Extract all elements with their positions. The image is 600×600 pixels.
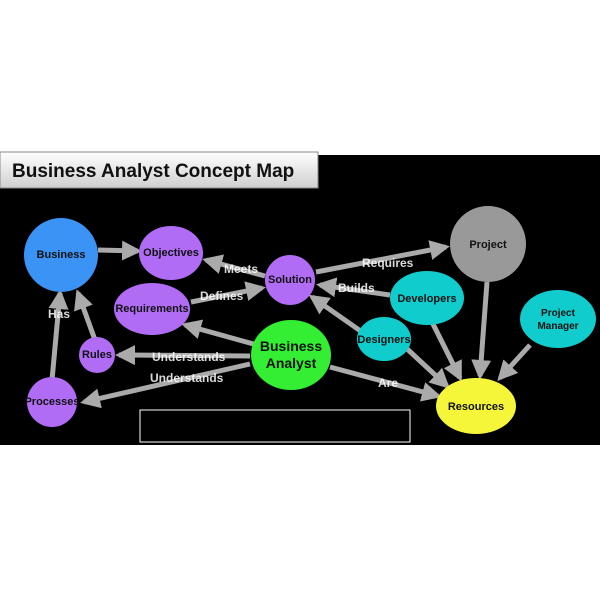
- node-rules-shape: [79, 337, 115, 373]
- node-processes-label: Processes: [24, 396, 79, 408]
- node-objectives[interactable]: Objectives: [139, 226, 203, 280]
- edge-labels: Meets Requires Builds Defines Understand…: [48, 256, 414, 390]
- node-rules-label: Rules: [82, 349, 112, 361]
- node-requirements[interactable]: Requirements: [114, 283, 190, 335]
- node-business[interactable]: Business: [24, 218, 98, 292]
- node-rules[interactable]: Rules: [79, 337, 115, 373]
- edge-label-defines: Defines: [200, 289, 244, 303]
- edge-solution-project: [315, 240, 450, 275]
- node-objectives-shape: [139, 226, 203, 280]
- edge-label-has: Has: [48, 307, 70, 321]
- node-developers[interactable]: Developers: [390, 271, 464, 325]
- node-processes[interactable]: Processes: [24, 377, 80, 427]
- node-business-analyst[interactable]: Business Analyst: [251, 320, 331, 390]
- node-designers-label: Designers: [357, 334, 410, 346]
- node-designers[interactable]: Designers: [357, 317, 411, 361]
- node-resources[interactable]: Resources: [436, 378, 516, 434]
- edge-business-objectives: [97, 240, 142, 261]
- node-business-shape: [24, 218, 98, 292]
- node-solution[interactable]: Solution: [265, 255, 315, 305]
- node-business-analyst-line2: Analyst: [266, 355, 317, 371]
- edge-ba-resources: [329, 364, 442, 402]
- node-developers-shape: [390, 271, 464, 325]
- edge-label-understands: Understands: [152, 350, 226, 364]
- node-project-label: Project: [469, 239, 507, 251]
- node-resources-shape: [436, 378, 516, 434]
- edge-developers-resources: [429, 320, 463, 382]
- edge-ba-rules: [115, 345, 251, 366]
- node-solution-shape: [265, 255, 315, 305]
- node-designers-shape: [357, 317, 411, 361]
- edge-requirements-solution: [190, 281, 266, 305]
- edge-developers-solution: [316, 277, 391, 298]
- edge-pm-resources: [497, 343, 532, 381]
- edge-designers-resources: [403, 345, 450, 389]
- node-project-manager-shape: [520, 290, 596, 348]
- node-project-manager-line2: Manager: [537, 321, 578, 332]
- node-objectives-label: Objectives: [143, 247, 199, 259]
- edge-rules-business: [74, 289, 98, 341]
- edge-designers-solution: [308, 294, 364, 335]
- node-business-label: Business: [37, 249, 86, 261]
- edge-solution-objectives: [202, 254, 266, 279]
- node-project-manager[interactable]: Project Manager: [520, 290, 596, 348]
- node-requirements-shape: [114, 283, 190, 335]
- node-resources-label: Resources: [448, 401, 504, 413]
- edge-ba-processes: [80, 361, 251, 409]
- edge-label-requires: Requires: [362, 256, 414, 270]
- edge-processes-business: [48, 289, 69, 381]
- node-project-manager-line1: Project: [541, 308, 576, 319]
- edges: [48, 240, 532, 409]
- edge-label-meets: Meets: [224, 262, 258, 276]
- node-project[interactable]: Project: [450, 206, 526, 282]
- edge-project-resources: [471, 281, 492, 380]
- edge-ba-requirements: [181, 319, 258, 348]
- node-business-analyst-shape: [251, 320, 331, 390]
- edge-label-are: Are: [378, 376, 398, 390]
- node-developers-label: Developers: [397, 293, 456, 305]
- empty-text-box: [139, 409, 411, 443]
- node-project-shape: [450, 206, 526, 282]
- node-requirements-label: Requirements: [115, 303, 188, 315]
- node-business-analyst-line1: Business: [260, 338, 322, 354]
- edge-label-builds: Builds: [338, 281, 375, 295]
- edge-label-understands-2: Understands: [150, 371, 224, 385]
- page-title: Business Analyst Concept Map: [12, 161, 294, 182]
- node-solution-label: Solution: [268, 274, 312, 286]
- node-processes-shape: [27, 377, 77, 427]
- title-banner: Business Analyst Concept Map: [0, 151, 319, 189]
